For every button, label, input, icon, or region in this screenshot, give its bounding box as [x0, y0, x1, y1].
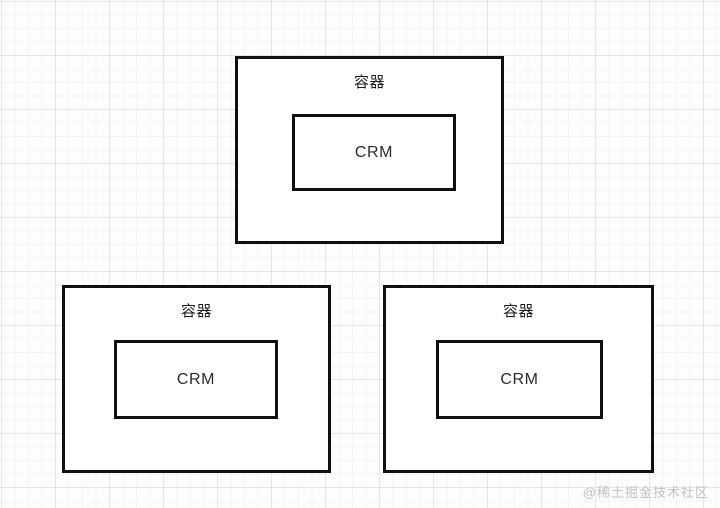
container-label-bottom-right: 容器	[502, 303, 534, 320]
watermark: @稀土掘金技术社区	[582, 485, 709, 500]
container-box-bottom-left[interactable]: 容器 CRM	[62, 285, 331, 473]
crm-label-bottom-right: CRM	[500, 370, 539, 388]
crm-label-bottom-left: CRM	[176, 370, 216, 388]
crm-label-top: CRM	[354, 143, 394, 161]
crm-box-bottom-right[interactable]: CRM	[436, 340, 603, 419]
container-box-bottom-right[interactable]: 容器 CRM	[383, 285, 654, 473]
crm-box-bottom-left[interactable]: CRM	[114, 340, 278, 419]
container-label-bottom-left: 容器	[180, 303, 212, 320]
crm-box-top[interactable]: CRM	[292, 114, 456, 191]
container-label-top: 容器	[353, 74, 385, 91]
container-box-top[interactable]: 容器 CRM	[235, 56, 504, 244]
